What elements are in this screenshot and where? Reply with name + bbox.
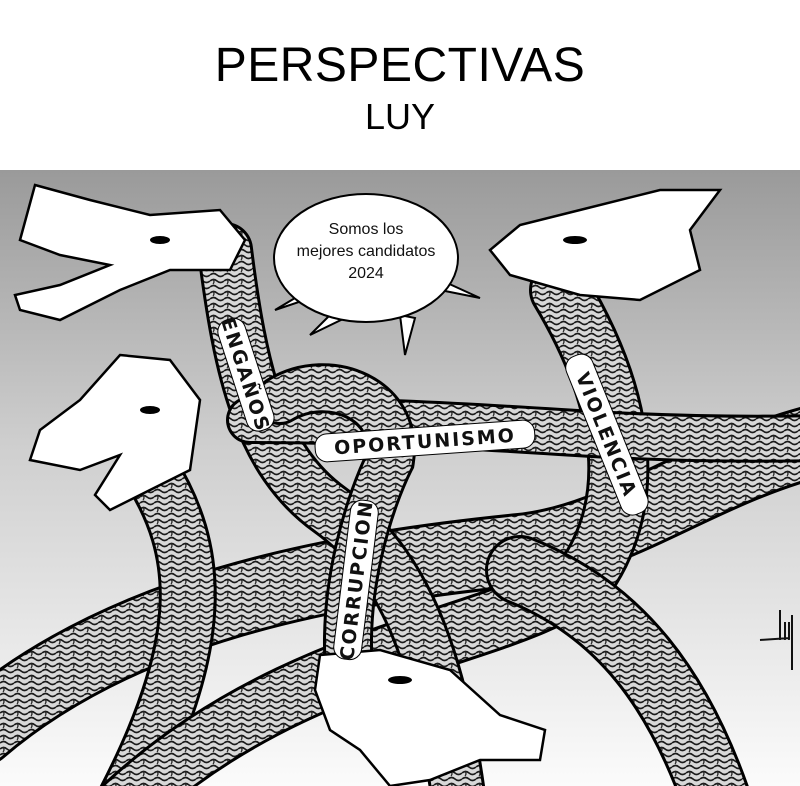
artist-signature bbox=[759, 610, 793, 670]
author-name: LUY bbox=[364, 96, 436, 137]
head-bottom bbox=[313, 648, 547, 786]
editorial-cartoon-hydra: ENGAÑOS OPORTUNISMO CORRUPCION VIOLENCIA… bbox=[0, 170, 800, 786]
speech-line-1: Somos los bbox=[329, 221, 404, 238]
head-left bbox=[28, 353, 202, 512]
speech-bubble: Somos los mejores candidatos 2024 bbox=[273, 193, 481, 356]
page-title: PERSPECTIVAS bbox=[214, 39, 586, 92]
head-eyes bbox=[140, 236, 587, 684]
head-top-left bbox=[13, 183, 247, 322]
head-top-right bbox=[488, 188, 723, 302]
speech-line-3: 2024 bbox=[348, 265, 384, 282]
speech-line-2: mejores candidatos bbox=[297, 243, 436, 260]
serpent-heads bbox=[13, 183, 723, 786]
header: PERSPECTIVAS LUY bbox=[0, 0, 800, 170]
